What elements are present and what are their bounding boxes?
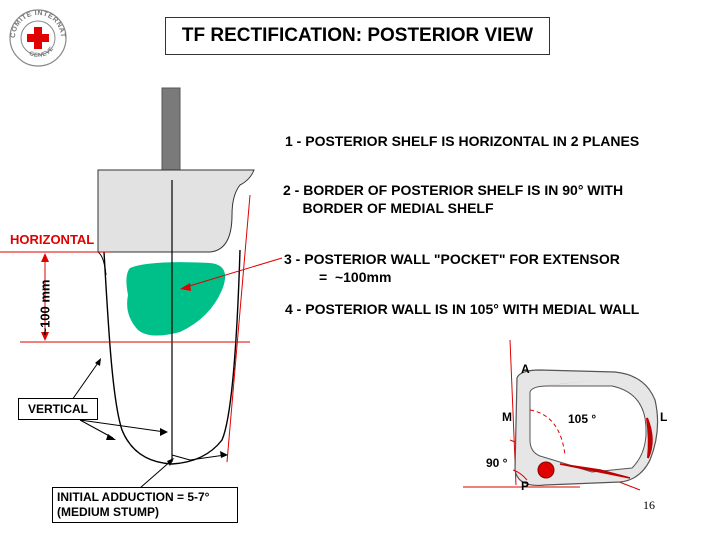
point-3: 3 - POSTERIOR WALL "POCKET" FOR EXTENSOR… xyxy=(284,251,620,285)
icrc-logo: COMITE INTERNATIONAL GENEVE xyxy=(8,8,67,67)
page-number: 16 xyxy=(643,498,655,512)
point-1: 1 - POSTERIOR SHELF IS HORIZONTAL IN 2 P… xyxy=(285,133,640,149)
lateral-wedge-top xyxy=(540,380,598,386)
angle-105-arc xyxy=(529,409,566,456)
adduction-line xyxy=(226,194,251,463)
section-label-m: M xyxy=(502,410,512,424)
posterior-shelf xyxy=(97,169,255,253)
red-cross-icon xyxy=(27,27,49,49)
vertical-label-box: VERTICAL xyxy=(18,398,98,420)
section-label-a: A xyxy=(521,362,530,376)
adduction-line-2: (MEDIUM STUMP) xyxy=(57,505,159,519)
socket-inner-line xyxy=(97,251,107,276)
horizontal-label: HORIZONTAL xyxy=(10,232,95,247)
point-2: 2 - BORDER OF POSTERIOR SHELF IS IN 90° … xyxy=(283,182,624,216)
section-label-l: L xyxy=(660,410,668,424)
extensor-pocket xyxy=(126,262,226,336)
point-4: 4 - POSTERIOR WALL IS IN 105° WITH MEDIA… xyxy=(285,301,640,317)
adduction-label-box: INITIAL ADDUCTION = 5-7° (MEDIUM STUMP) xyxy=(52,487,238,523)
angle-90-arc xyxy=(512,469,528,481)
adduction-line-1: INITIAL ADDUCTION = 5-7° xyxy=(57,490,210,504)
socket-outline xyxy=(103,249,241,465)
angle-105-label: 105 ° xyxy=(568,412,597,426)
posterior-wedge xyxy=(559,463,631,479)
angle-90-label: 90 ° xyxy=(486,456,508,470)
section-label-p: P xyxy=(521,479,530,493)
page-title: TF RECTIFICATION: POSTERIOR VIEW xyxy=(165,17,550,55)
extensor-point xyxy=(537,461,555,479)
pocket-pointer-arrow xyxy=(185,257,283,288)
section-inner xyxy=(529,385,647,473)
lateral-wedge-right xyxy=(646,417,653,459)
